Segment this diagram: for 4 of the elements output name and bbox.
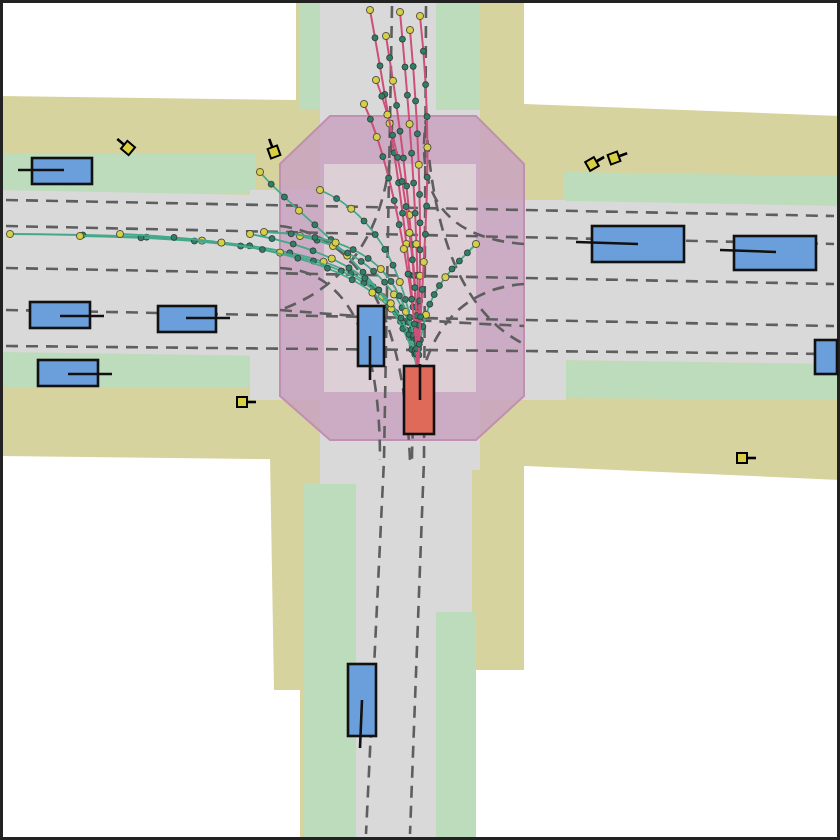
vehicle-marker bbox=[18, 156, 94, 186]
vehicle-marker bbox=[36, 358, 112, 388]
vehicle-marker bbox=[156, 304, 230, 334]
vehicle-marker bbox=[28, 300, 104, 330]
